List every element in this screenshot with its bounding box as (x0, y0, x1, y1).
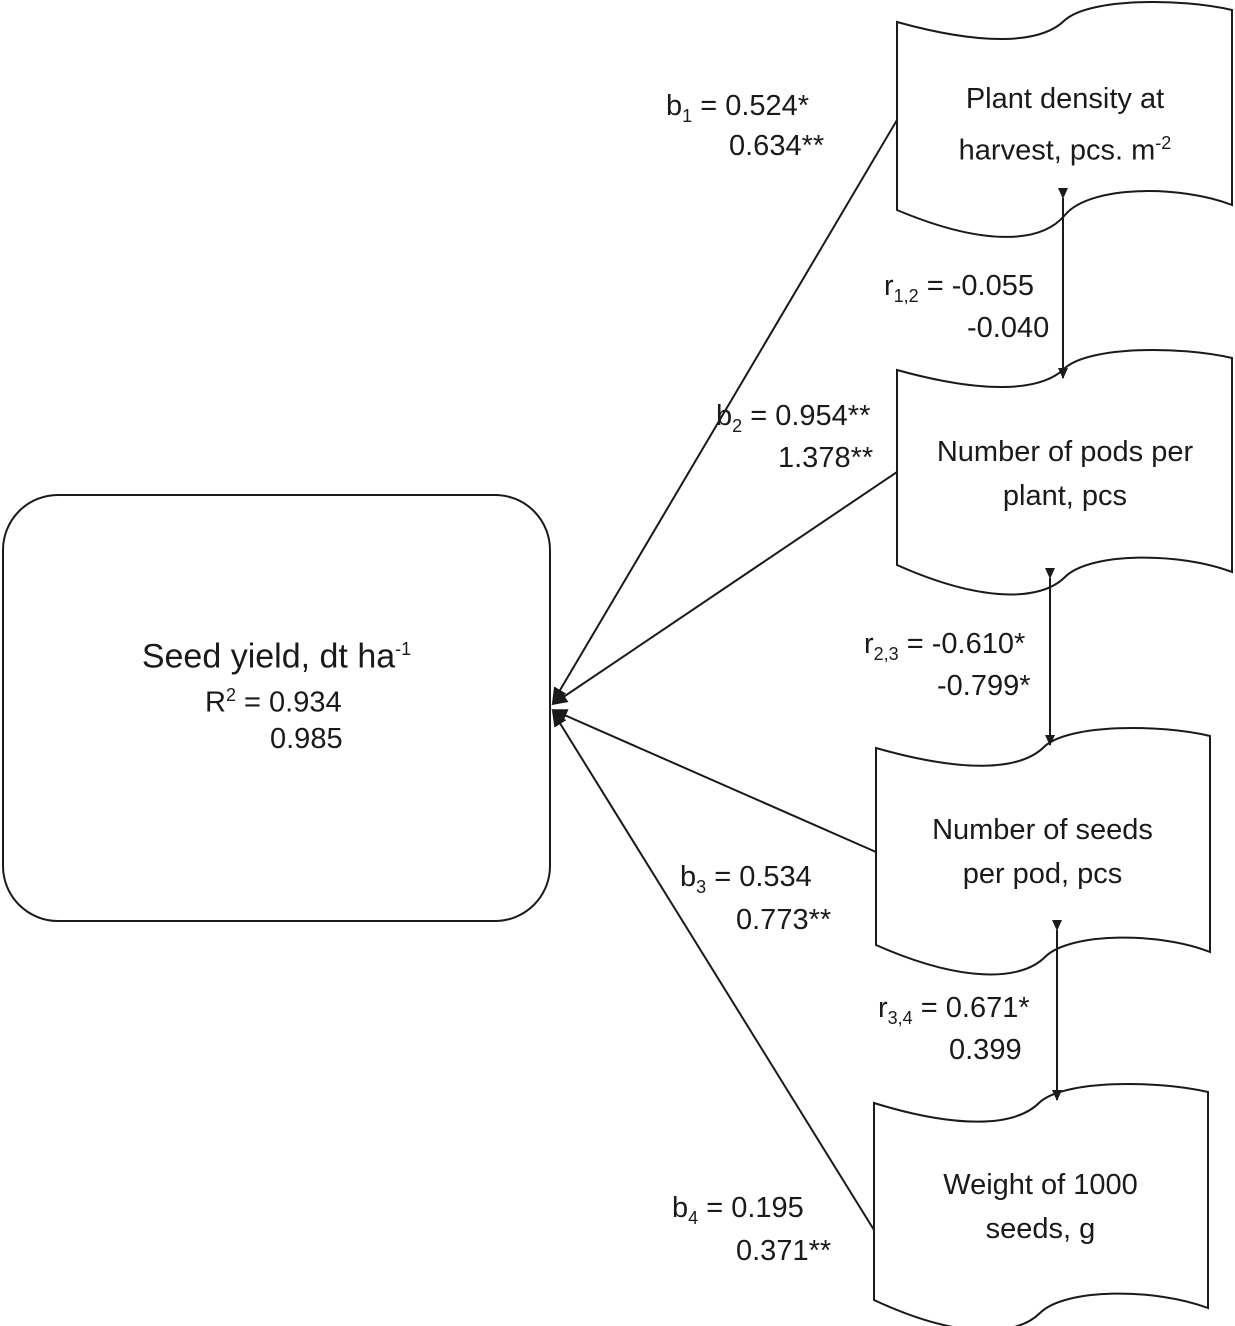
factor-label-2: Number of pods per plant, pcs (905, 430, 1225, 518)
coef-b2-line1: b2 = 0.954** (716, 394, 870, 448)
factor-label-3: Number of seeds per pod, pcs (890, 808, 1195, 896)
coef-b4-sub: 4 (688, 1207, 699, 1228)
seed-yield-title-sup: -1 (395, 639, 412, 659)
factor-shape-2 (896, 348, 1233, 596)
factor-2-line2: plant, pcs (1002, 480, 1128, 512)
corr-r12-v2: -0.040 (967, 312, 1050, 344)
corr-r12-sym: r (884, 270, 894, 302)
coef-b3-line1: b3 = 0.534 (680, 855, 812, 909)
factor-shape-3 (875, 726, 1211, 976)
coef-b3-v2: 0.773** (736, 904, 832, 936)
path-b3-line (551, 709, 877, 853)
r2-sup: 2 (225, 685, 236, 705)
path-b4-line (551, 710, 875, 1231)
factor-1-line2-sup: -2 (1155, 133, 1172, 153)
coef-b2-sub: 2 (732, 415, 743, 436)
corr-r23-line1: r2,3 = -0.610* (864, 622, 1025, 676)
factor-shape-4 (873, 1082, 1209, 1326)
seed-yield-label: Seed yield, dt ha-1 (3, 627, 550, 678)
coef-b1-line1: b1 = 0.524* (666, 84, 809, 138)
factor-4-line2: seeds, g (985, 1213, 1096, 1245)
factor-4-line1: Weight of 1000 (943, 1169, 1138, 1201)
coef-b4-sym: b (672, 1192, 689, 1224)
coef-b2-sym: b (716, 400, 733, 432)
coef-b1-v2: 0.634** (729, 130, 825, 162)
coef-b1-v1: = 0.524* (692, 90, 810, 122)
coef-b4-v2: 0.371** (736, 1235, 832, 1267)
r2-value-2: 0.985 (270, 723, 343, 755)
corr-r23-sub: 2,3 (873, 643, 899, 664)
corr-r34-v1: = 0.671* (912, 992, 1030, 1024)
corr-r34-sym: r (878, 992, 888, 1024)
corr-r34-sub: 3,4 (887, 1007, 913, 1028)
corr-r23-sym: r (864, 628, 874, 660)
factor-3-line2: per pod, pcs (962, 858, 1123, 890)
r2-value-1: = 0.934 (235, 686, 342, 719)
coef-b3-sub: 3 (696, 876, 707, 897)
seed-yield-box (2, 494, 551, 922)
factor-label-1: Plant density at harvest, pcs. m-2 (915, 77, 1215, 173)
r2-symbol: R (205, 686, 226, 719)
seed-yield-title: Seed yield, dt ha (141, 637, 396, 676)
factor-1-line2: harvest, pcs. m (958, 134, 1156, 167)
coef-b3-v1: = 0.534 (706, 861, 812, 893)
corr-r23-v2: -0.799* (937, 670, 1031, 702)
coef-b4-line1: b4 = 0.195 (672, 1186, 804, 1240)
factor-1-line1: Plant density at (965, 83, 1165, 115)
path-b2-line (551, 471, 898, 706)
factor-2-line1: Number of pods per (936, 436, 1194, 468)
corr-r34-line1: r3,4 = 0.671* (878, 986, 1030, 1040)
coef-b3-sym: b (680, 861, 697, 893)
corr-r12-sub: 1,2 (893, 285, 919, 306)
factor-3-line1: Number of seeds (932, 814, 1153, 846)
corr-r34-v2: 0.399 (949, 1034, 1022, 1066)
corr-r23-v1: = -0.610* (898, 628, 1026, 660)
corr-r12-v1: = -0.055 (918, 270, 1034, 302)
factor-label-4: Weight of 1000 seeds, g (888, 1163, 1193, 1251)
coef-b1-sym: b (666, 90, 683, 122)
coef-b4-v1: = 0.195 (698, 1192, 804, 1224)
coef-b2-v2: 1.378** (778, 442, 874, 474)
path-b1-line (551, 119, 898, 704)
r-squared-label: R2 = 0.934 (205, 673, 342, 725)
factor-shape-1 (896, 0, 1233, 238)
coef-b1-sub: 1 (682, 105, 693, 126)
factor-1-line2-wrap: harvest, pcs. m-2 (915, 121, 1215, 173)
corr-r12-line1: r1,2 = -0.055 (884, 264, 1034, 318)
coef-b2-v1: = 0.954** (742, 400, 871, 432)
